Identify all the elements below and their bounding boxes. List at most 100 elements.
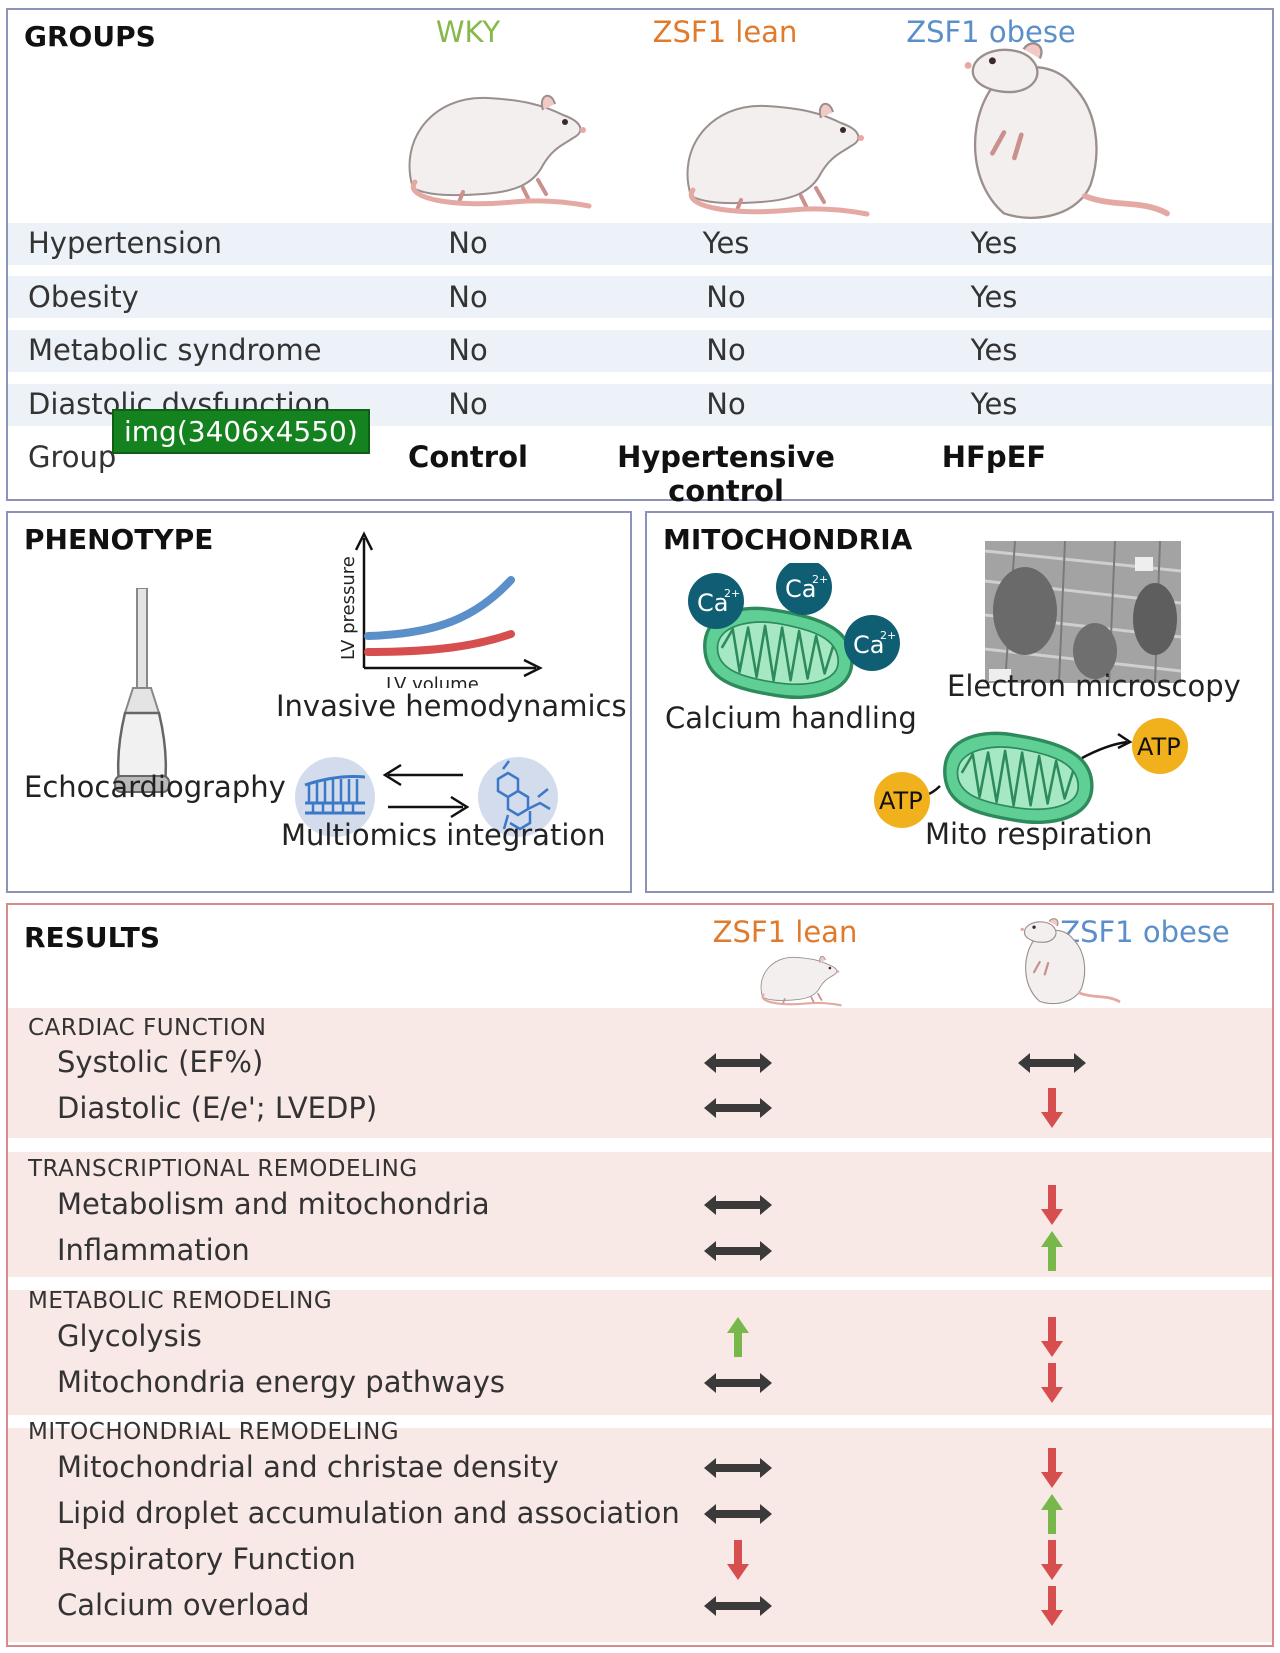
mitochondria-title: MITOCHONDRIA <box>663 523 913 556</box>
atp-label-right: ATP <box>1137 733 1181 761</box>
axis-y-label: LV pressure <box>338 556 359 660</box>
cell-group-lean: Hypertensive control <box>617 440 835 508</box>
cell-metabolic-lean: No <box>706 333 746 367</box>
group-header-zsf1-obese: ZSF1 obese <box>906 15 1076 49</box>
cell-diastolic-wky: No <box>448 387 488 421</box>
results-band-metabolic <box>8 1290 1272 1415</box>
result-s2-i0-lean-up-arrow-icon <box>727 1317 749 1357</box>
result-arrows-layer <box>704 1053 1086 1626</box>
mito-respiration-icon: ATP ATP <box>874 718 1188 828</box>
result-s3-i2-obese-down-arrow-icon <box>1041 1540 1063 1580</box>
row-label-group: Group <box>28 440 117 474</box>
result-s3-i3-obese-down-arrow-icon <box>1041 1586 1063 1626</box>
result-s2-i1-lean-neutral-arrow-icon <box>704 1373 772 1393</box>
result-label-systolic: Systolic (EF%) <box>57 1045 264 1079</box>
result-s2-i0-obese-down-arrow-icon <box>1041 1317 1063 1357</box>
result-s3-i0-obese-down-arrow-icon <box>1041 1448 1063 1488</box>
results-header-zsf1-obese: ZSF1 obese <box>1060 915 1230 949</box>
image-size-overlay-tag: img(3406x4550) <box>112 409 370 454</box>
results-title: RESULTS <box>24 921 161 954</box>
phenotype-title: PHENOTYPE <box>24 523 214 556</box>
result-label-diastolic: Diastolic (E/e'; LVEDP) <box>57 1091 378 1125</box>
mito-respiration-label: Mito respiration <box>925 817 1153 851</box>
results-panel: RESULTS ZSF1 lean ZSF1 obese CARDIAC FUN… <box>6 903 1274 1647</box>
section-title-cardiac-function: CARDIAC FUNCTION <box>28 1015 267 1041</box>
cell-obesity-wky: No <box>448 280 488 314</box>
result-label-mito-energy-pathways: Mitochondria energy pathways <box>57 1365 505 1399</box>
ca-ion-label-1: Ca <box>697 589 728 617</box>
ca-charge-label-1: 2+ <box>724 587 740 600</box>
result-label-inflammation: Inflammation <box>57 1233 250 1267</box>
mitochondria-panel: MITOCHONDRIA Ca 2+ Ca 2+ Ca 2+ Calcium h… <box>645 511 1274 893</box>
ca-charge-label-2: 2+ <box>812 573 828 586</box>
result-label-lipid-droplet: Lipid droplet accumulation and associati… <box>57 1496 680 1530</box>
row-label-metabolic-syndrome: Metabolic syndrome <box>28 333 322 367</box>
calcium-handling-label: Calcium handling <box>665 701 917 735</box>
groups-title: GROUPS <box>24 20 156 53</box>
section-title-metabolic-remodeling: METABOLIC REMODELING <box>28 1288 333 1314</box>
section-title-mitochondrial-remodeling: MITOCHONDRIAL REMODELING <box>28 1419 400 1445</box>
cell-metabolic-obese: Yes <box>970 333 1018 367</box>
result-s1-i1-lean-neutral-arrow-icon <box>704 1241 772 1261</box>
row-label-hypertension: Hypertension <box>28 226 223 260</box>
result-s0-i0-lean-neutral-arrow-icon <box>704 1053 772 1073</box>
multiomics-integration-label: Multiomics integration <box>281 818 606 852</box>
result-s0-i1-obese-down-arrow-icon <box>1041 1088 1063 1128</box>
axis-x-label: LV volume <box>386 674 479 688</box>
rat-zsf1-obese-illustration <box>906 40 1206 225</box>
rat-wky-illustration <box>393 70 593 210</box>
result-s0-i1-lean-neutral-arrow-icon <box>704 1098 772 1118</box>
pv-loop-chart-icon: LV pressure LV volume <box>338 531 543 688</box>
group-header-wky: WKY <box>435 15 501 49</box>
result-s1-i0-obese-down-arrow-icon <box>1041 1185 1063 1225</box>
cell-obesity-lean: No <box>706 280 746 314</box>
ultrasound-probe-icon <box>114 588 170 793</box>
cell-hypertension-lean: Yes <box>702 226 750 260</box>
results-band-mitochondrial <box>8 1428 1272 1642</box>
echocardiography-label: Echocardiography <box>24 770 286 804</box>
invasive-hemodynamics-label: Invasive hemodynamics <box>276 689 627 723</box>
multiomics-icon <box>295 757 558 837</box>
row-band-3 <box>8 330 1272 372</box>
ca-ion-label-2: Ca <box>785 575 816 603</box>
result-s1-i0-lean-neutral-arrow-icon <box>704 1195 772 1215</box>
result-s3-i0-lean-neutral-arrow-icon <box>704 1458 772 1478</box>
electron-microscopy-image <box>985 541 1181 683</box>
calcium-handling-icon: Ca 2+ Ca 2+ Ca 2+ <box>688 563 900 700</box>
result-label-glycolysis: Glycolysis <box>57 1319 202 1353</box>
result-s3-i1-lean-neutral-arrow-icon <box>704 1504 772 1524</box>
results-band-cardiac <box>8 1008 1272 1138</box>
result-s3-i1-obese-up-arrow-icon <box>1041 1494 1063 1534</box>
result-s3-i3-lean-neutral-arrow-icon <box>704 1596 772 1616</box>
results-header-zsf1-lean: ZSF1 lean <box>712 915 858 949</box>
cell-hypertension-wky: No <box>448 226 488 260</box>
results-band-transcriptional <box>8 1152 1272 1277</box>
ca-ion-label-3: Ca <box>853 631 884 659</box>
atp-label-left: ATP <box>879 787 923 815</box>
cell-hypertension-obese: Yes <box>970 226 1018 260</box>
phenotype-panel: PHENOTYPE Echocardiography LV pressure L… <box>6 511 632 893</box>
result-s3-i2-lean-down-arrow-icon <box>727 1540 749 1580</box>
result-label-christae-density: Mitochondrial and christae density <box>57 1450 559 1484</box>
rat-zsf1-lean-illustration <box>656 78 886 218</box>
result-s1-i1-obese-up-arrow-icon <box>1041 1231 1063 1271</box>
groups-panel: GROUPS WKY ZSF1 lean ZSF1 obese Hyperten… <box>6 8 1274 508</box>
result-label-respiratory-function: Respiratory Function <box>57 1542 356 1576</box>
row-band-1 <box>8 223 1272 265</box>
row-band-2 <box>8 276 1272 318</box>
ca-charge-label-3: 2+ <box>880 629 896 642</box>
cell-diastolic-obese: Yes <box>970 387 1018 421</box>
result-s2-i1-obese-down-arrow-icon <box>1041 1363 1063 1403</box>
cell-metabolic-wky: No <box>448 333 488 367</box>
cell-obesity-obese: Yes <box>970 280 1018 314</box>
cell-group-obese: HFpEF <box>941 440 1047 474</box>
cell-group-wky: Control <box>408 440 528 474</box>
section-title-transcriptional-remodeling: TRANSCRIPTIONAL REMODELING <box>28 1156 418 1182</box>
group-header-zsf1-lean: ZSF1 lean <box>652 15 798 49</box>
result-label-calcium-overload: Calcium overload <box>57 1588 310 1622</box>
row-label-obesity: Obesity <box>28 280 139 314</box>
cell-diastolic-lean: No <box>706 387 746 421</box>
result-label-metabolism-mitochondria: Metabolism and mitochondria <box>57 1187 490 1221</box>
electron-microscopy-label: Electron microscopy <box>947 669 1241 703</box>
result-s0-i0-obese-neutral-arrow-icon <box>1018 1053 1086 1073</box>
